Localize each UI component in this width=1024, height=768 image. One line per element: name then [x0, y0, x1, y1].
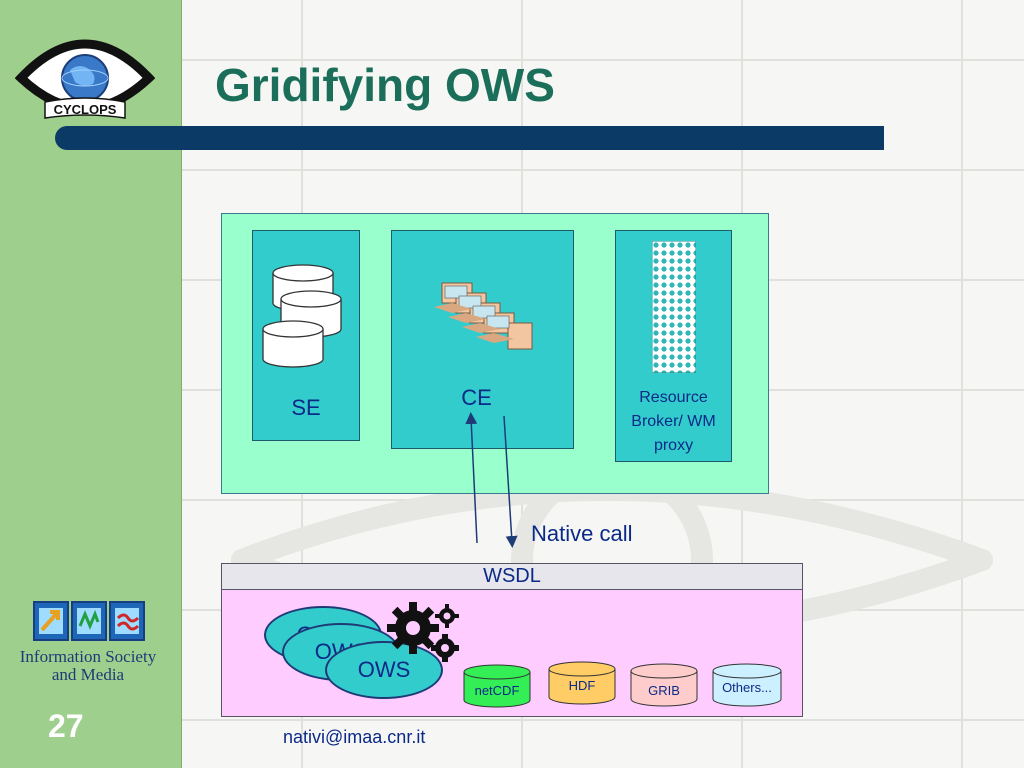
title-underline-bar — [55, 126, 884, 150]
gears-icon — [387, 602, 459, 662]
cyclops-logo-text: CYCLOPS — [54, 102, 117, 117]
logo-text-line2: and Media — [52, 665, 125, 684]
cyclops-logo: CYCLOPS — [15, 39, 155, 119]
page-title: Gridifying OWS — [215, 59, 555, 111]
tilde-icon — [116, 613, 140, 631]
resource-broker-panel: Resource Broker/ WM proxy — [615, 230, 732, 462]
rb-label-line2: Broker/ WM — [631, 413, 716, 430]
ce-label: CE — [461, 385, 492, 410]
ows-ellipse-3: OWS — [325, 641, 443, 699]
logo-text-line1: Information Society — [20, 647, 157, 666]
resource-broker-pattern-icon — [652, 241, 696, 373]
computer-cluster-icon — [434, 282, 533, 350]
grib-cylinder: GRIB — [630, 663, 698, 707]
grib-label: GRIB — [648, 683, 680, 698]
native-call-arrows — [465, 412, 518, 548]
information-society-logo: Information Society and Media — [20, 601, 157, 684]
sidebar: CYCLOPS Information Society and Media 27 — [0, 0, 182, 768]
footer-email: nativi@imaa.cnr.it — [283, 727, 426, 747]
ows-box: OWS OWS OWS — [221, 589, 803, 717]
ce-panel: CE — [391, 230, 574, 449]
native-call-label: Native call — [531, 521, 633, 546]
se-label: SE — [291, 395, 321, 420]
ows-label-3: OWS — [357, 657, 411, 682]
resource-broker-label: Resource Broker/ WM proxy — [616, 386, 731, 458]
hdf-cylinder: HDF — [548, 661, 616, 705]
netcdf-cylinder: netCDF — [463, 664, 531, 708]
down-arrow — [503, 415, 518, 548]
slide-number: 27 — [48, 708, 84, 744]
wave-icon — [78, 609, 100, 630]
netcdf-label: netCDF — [475, 683, 520, 698]
others-label: Others... — [722, 680, 772, 695]
up-arrow — [465, 412, 478, 544]
storage-cylinders-icon — [262, 264, 342, 368]
hdf-label: HDF — [569, 678, 596, 693]
wsdl-bar: WSDL — [221, 563, 803, 590]
se-panel: SE — [252, 230, 360, 441]
rb-label-line3: proxy — [653, 437, 694, 454]
others-cylinder: Others... — [712, 663, 782, 707]
rb-label-line1: Resource — [639, 389, 708, 406]
arrow-icon — [40, 610, 60, 632]
